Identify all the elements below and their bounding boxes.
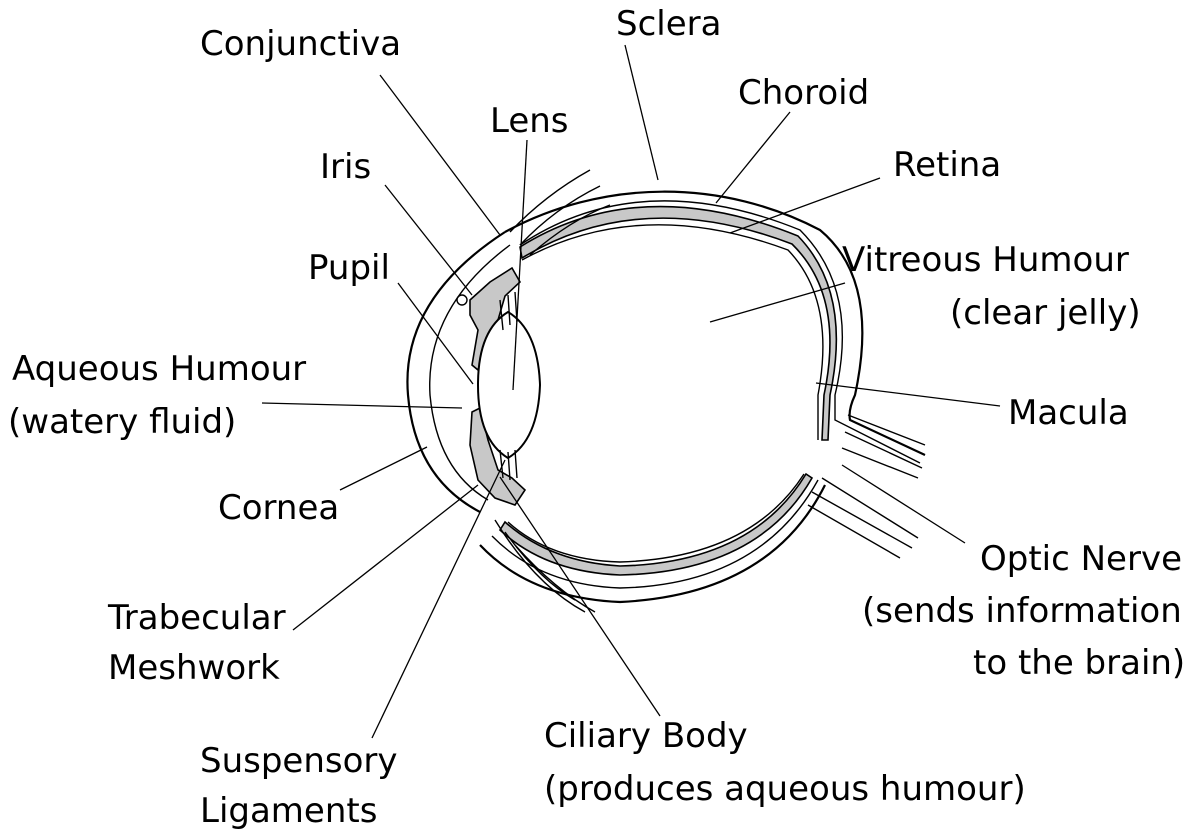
labels: Conjunctiva Sclera Choroid Lens Iris Ret… [8, 4, 1185, 831]
label-vitreous-humour-line1: Vitreous Humour [842, 240, 1129, 280]
label-conjunctiva: Conjunctiva [200, 24, 401, 64]
label-suspensory-line2: Ligaments [200, 791, 377, 831]
leader-ciliary [499, 476, 661, 717]
cornea-inner [429, 244, 511, 501]
label-aqueous-humour-line2: (watery fluid) [8, 402, 236, 442]
leader-trabecular [292, 484, 479, 631]
leader-sclera [624, 44, 659, 181]
label-ciliary-body-line1: Ciliary Body [544, 716, 748, 756]
lens [476, 310, 542, 460]
choroid-band-lower [498, 472, 814, 576]
label-suspensory-line1: Suspensory [200, 741, 398, 781]
sclera-inner [491, 200, 921, 589]
sclera-outer [479, 190, 926, 604]
leader-choroid [715, 111, 791, 204]
choroid-band [519, 205, 838, 441]
label-optic-nerve-line2: (sends information [862, 591, 1182, 631]
leader-retina [729, 177, 881, 234]
label-optic-nerve-line3: to the brain) [973, 643, 1185, 683]
label-optic-nerve-line1: Optic Nerve [980, 539, 1182, 579]
leader-pupil [397, 282, 474, 385]
leader-vitreous [709, 282, 846, 323]
label-trabecular-line1: Trabecular [107, 598, 286, 638]
label-trabecular-line2: Meshwork [108, 648, 280, 688]
label-sclera: Sclera [616, 4, 721, 44]
leader-lines [261, 44, 1001, 739]
label-ciliary-body-line2: (produces aqueous humour) [544, 769, 1026, 809]
label-iris: Iris [320, 147, 371, 187]
upper-eyelid-fold [509, 169, 611, 256]
cornea [406, 231, 506, 513]
label-pupil: Pupil [308, 248, 390, 288]
label-lens: Lens [490, 101, 569, 141]
retina-inner [507, 224, 824, 563]
optic-nerve-sheath [807, 414, 926, 559]
leader-suspensory [371, 459, 506, 739]
suspensory-ligaments-lower [499, 449, 518, 481]
leader-conjunctiva [379, 74, 501, 236]
leader-lens [512, 139, 528, 391]
label-retina: Retina [893, 145, 1001, 185]
trabecular-meshwork-dot [456, 294, 468, 306]
label-choroid: Choroid [738, 73, 869, 113]
leader-iris [384, 184, 473, 296]
leader-aqueous [261, 402, 463, 409]
label-aqueous-humour-line1: Aqueous Humour [12, 349, 306, 389]
label-vitreous-humour-line2: (clear jelly) [950, 293, 1141, 333]
label-macula: Macula [1008, 393, 1129, 433]
leader-cornea [339, 446, 428, 491]
leader-macula [815, 382, 1001, 407]
eye-drawing [406, 169, 926, 613]
label-cornea: Cornea [218, 488, 339, 528]
leader-optic-nerve [841, 464, 966, 544]
